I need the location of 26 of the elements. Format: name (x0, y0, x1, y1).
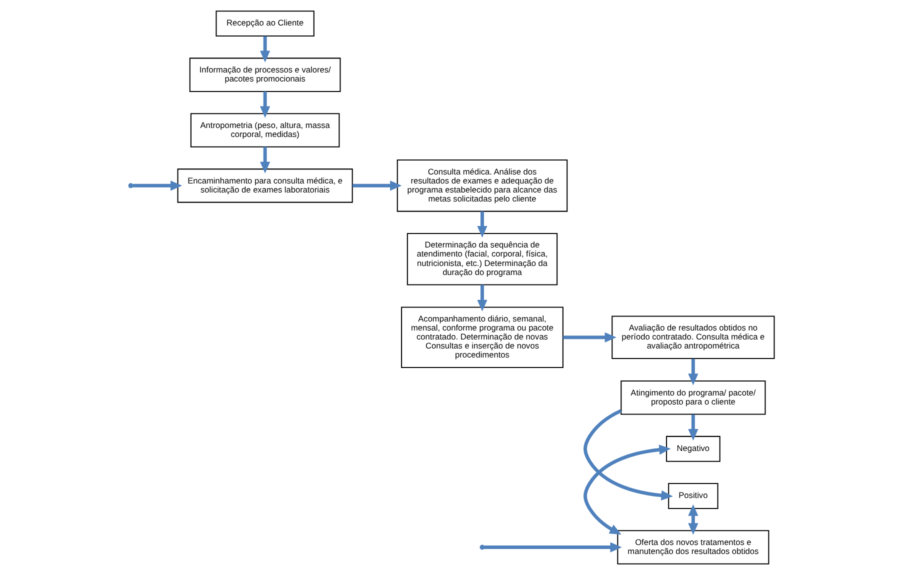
node-box: Consulta médica. Análise dos resultados de exames e adequação de programa estabelecido para alcance das metas solicitadas pelo cliente (396, 160, 568, 212)
arrow (562, 332, 616, 342)
node-box: Positivo (668, 483, 718, 509)
arrow (484, 542, 622, 552)
node-box: Informação de processos e valores/ pacotes promocionais (188, 58, 340, 92)
node-box: Oferta dos novos tratamentos e manutenção dos resultados obtidos (616, 530, 769, 564)
arrow (688, 504, 698, 535)
node-box: Acompanhamento diário, semanal, mensal, conforme programa ou pacote contratado. Determinação de novas Consultas e inserção de novos procedimentos (400, 306, 563, 368)
arrow (476, 284, 487, 312)
node-box: Avaliação de resultados obtidos no período contratado. Consulta médica e avaliação antropométrica (611, 316, 774, 360)
arrow (260, 36, 270, 62)
arrow (476, 211, 487, 238)
node-box: Determinação da sequência de atendimento (facial, corporal, física, nutricionista, etc.) Determinação da duração do programa (406, 232, 558, 286)
arrow (688, 358, 698, 386)
node-box: Encaminhamento para consulta médica, e solicitação de exames laboratoriais (176, 168, 352, 203)
arrow (583, 444, 670, 535)
arrow (132, 180, 182, 191)
node-box: Antropometria (peso, altura, massa corporal, medidas) (190, 113, 340, 148)
node-box: Negativo (666, 436, 720, 462)
arrow (260, 146, 270, 174)
arrow (583, 409, 672, 501)
arrow (352, 180, 402, 191)
node-box: Atingimento do programa/ pacote/ proposto para o cliente (620, 380, 766, 415)
node-box: Recepção ao Cliente (215, 10, 314, 37)
arrow (688, 414, 698, 441)
arrow (260, 91, 270, 118)
